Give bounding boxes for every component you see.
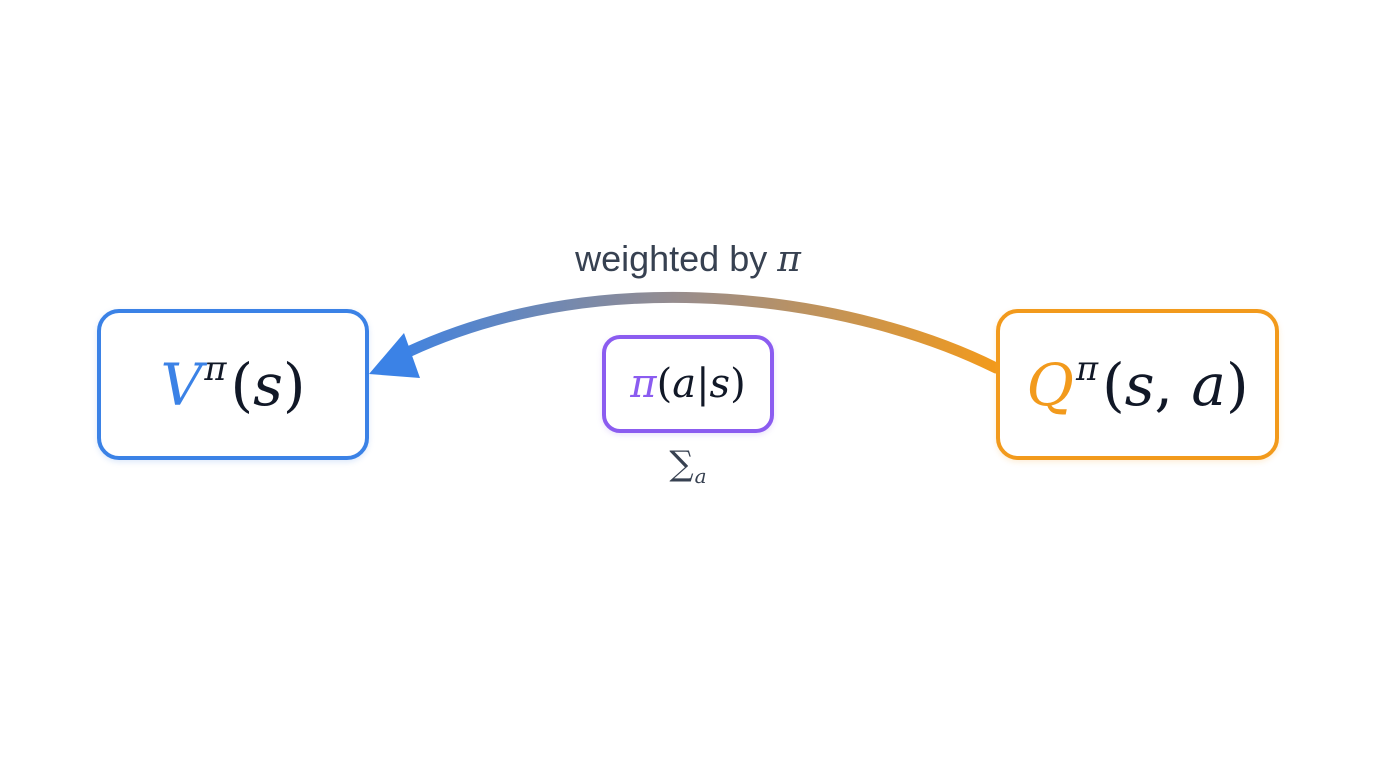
action-value-separator: , <box>1154 350 1192 419</box>
edge-label-symbol: π <box>777 239 801 280</box>
state-value-close-paren: ) <box>282 350 306 419</box>
policy-expression: π(a|s) <box>630 364 745 404</box>
state-value-expression: Vπ(s) <box>160 352 305 414</box>
edge-curve <box>402 291 1002 374</box>
sum-label: ∑a <box>638 444 738 488</box>
policy-arg-state: s <box>709 361 731 407</box>
policy-open-paren: ( <box>656 361 673 407</box>
edge-arrowhead <box>369 333 420 378</box>
policy-node[interactable]: π(a|s) <box>602 335 774 433</box>
policy-bar: | <box>696 361 710 407</box>
action-value-node[interactable]: Qπ(s, a) <box>996 309 1279 460</box>
action-value-open-paren: ( <box>1102 350 1125 419</box>
state-value-open-paren: ( <box>230 350 254 419</box>
action-value-close-paren: ) <box>1225 350 1249 419</box>
state-value-arg: s <box>253 350 283 419</box>
action-value-symbol: Q <box>1026 350 1074 419</box>
action-value-expression: Qπ(s, a) <box>1026 352 1248 414</box>
state-value-symbol: V <box>160 350 203 419</box>
edge-label: weighted by π <box>488 238 888 280</box>
action-value-arg-state: s <box>1124 350 1155 419</box>
sum-operator: ∑ <box>669 444 694 484</box>
sum-subscript: a <box>694 464 707 488</box>
policy-arg-action: a <box>672 361 697 407</box>
state-value-superscript: π <box>204 349 227 389</box>
policy-symbol: π <box>630 361 657 407</box>
action-value-arg-action: a <box>1191 350 1226 419</box>
policy-close-paren: ) <box>730 361 746 407</box>
edge-label-text: weighted by <box>575 238 778 279</box>
action-value-superscript: π <box>1075 349 1099 389</box>
state-value-node[interactable]: Vπ(s) <box>97 309 369 460</box>
